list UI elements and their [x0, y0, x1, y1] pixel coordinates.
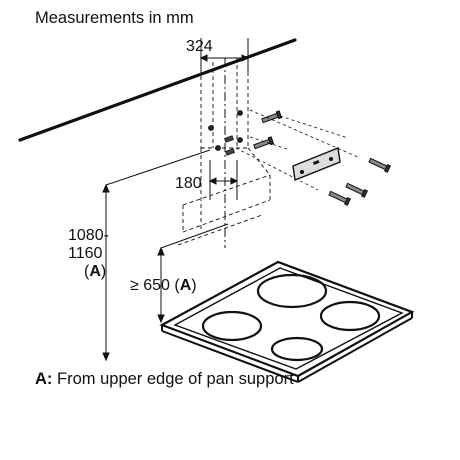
chimney-outline [177, 58, 271, 246]
burner-back-right [319, 300, 381, 332]
dimension-180 [208, 160, 239, 200]
footnote-ref: A: [35, 370, 53, 388]
dimension-324 [199, 38, 250, 72]
dimension-324-label: 324 [186, 38, 213, 55]
ceiling-line [18, 38, 297, 142]
height-range-ref: A [89, 263, 101, 280]
cooktop [159, 260, 415, 383]
min-height-prefix: ≥ 650 ( [130, 277, 180, 294]
burner-front-left [201, 310, 263, 342]
dimension-min-height [157, 223, 229, 324]
min-height-ref: A [180, 277, 192, 294]
height-range-line1: 1080- [68, 227, 109, 244]
height-range-line2: 1160 [68, 245, 103, 262]
burner-back-left [256, 273, 328, 309]
min-height-label: ≥ 650 (A) [130, 277, 197, 294]
diagram-title: Measurements in mm [35, 9, 194, 27]
footnote: A: From upper edge of pan support [35, 370, 294, 389]
min-height-suffix: ) [191, 277, 196, 294]
height-range-ref-wrapper: (A) [84, 263, 106, 280]
footnote-text: From upper edge of pan support [52, 370, 294, 388]
plug-icon [224, 135, 235, 156]
dimension-180-label: 180 [175, 175, 202, 192]
dimension-height-range [102, 149, 211, 362]
mounting-bracket [292, 147, 341, 181]
burner-front-right [270, 336, 324, 362]
screws-icon [253, 110, 392, 206]
wall-screws [208, 110, 243, 151]
screw-guides [235, 109, 361, 191]
